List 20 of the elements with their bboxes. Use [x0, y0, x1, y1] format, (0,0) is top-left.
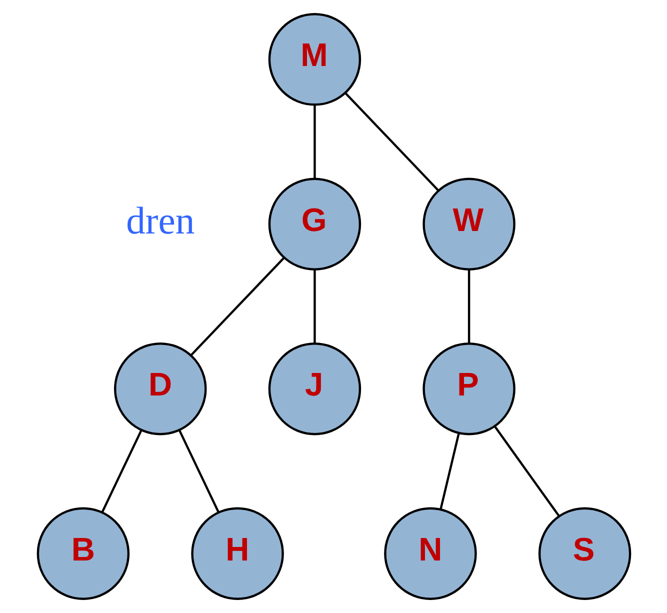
label: dren	[126, 200, 194, 242]
node-circle: H	[190, 507, 284, 600]
connector	[178, 430, 219, 512]
connector	[493, 426, 560, 516]
node-circle: S	[538, 507, 631, 600]
connector	[100, 430, 142, 512]
connector	[190, 257, 284, 356]
connector	[439, 433, 460, 510]
node-circle: J	[268, 342, 361, 436]
node-circle: G	[268, 178, 361, 271]
connector	[344, 92, 439, 192]
node-circle: D	[114, 342, 206, 436]
node-circle: P	[422, 342, 515, 436]
node-circle: W	[422, 178, 515, 271]
node-circle: M	[268, 13, 361, 106]
connector	[313, 105, 316, 178]
node-circle: N	[384, 507, 476, 600]
connector	[313, 270, 316, 344]
node-circle: B	[36, 507, 130, 600]
connector	[467, 270, 470, 344]
